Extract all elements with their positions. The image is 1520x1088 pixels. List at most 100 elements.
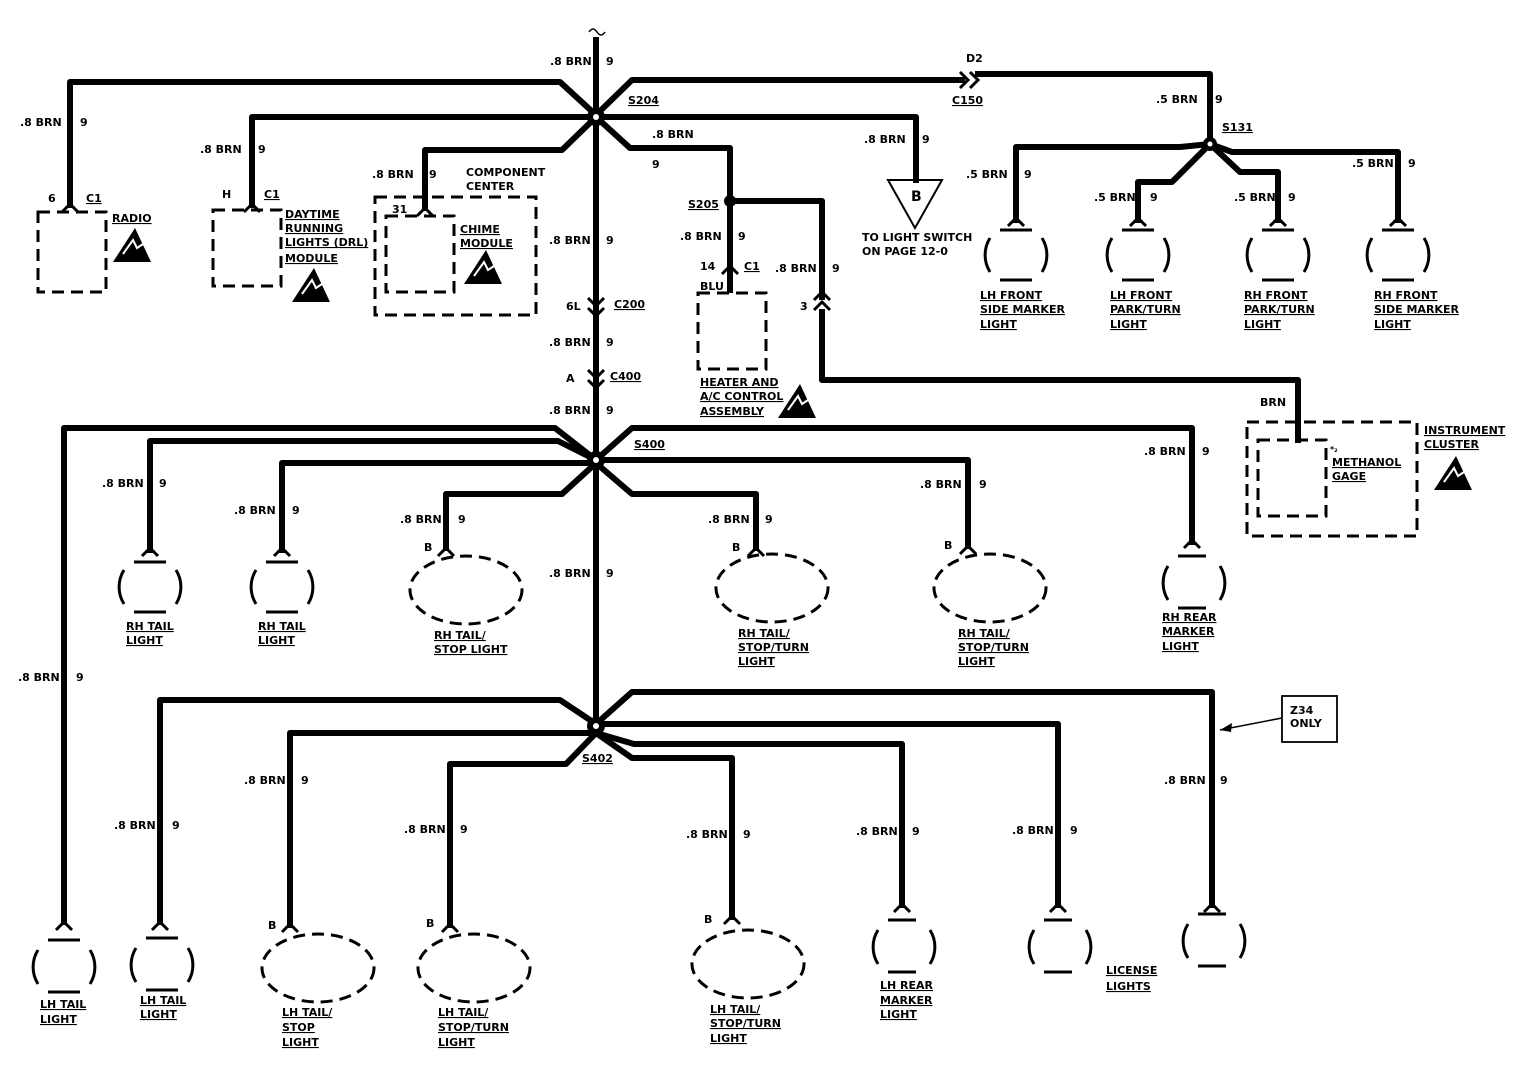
methanol-gage-label: GAGE xyxy=(1332,470,1366,483)
circuit-label: 9 xyxy=(80,116,88,129)
component-center-label: COMPONENT xyxy=(466,166,546,179)
lamp-lh-tail-2 xyxy=(129,919,195,992)
lamp-lh-tail-stop-turn-1 xyxy=(416,921,532,1004)
circuit-label: 9 xyxy=(606,55,614,68)
lamp-label: LIGHT xyxy=(1110,318,1147,331)
rh-rear-marker-wire xyxy=(591,425,1195,545)
circuit-label: 9 xyxy=(460,823,468,836)
wire-label: .8 BRN xyxy=(549,404,591,417)
lamp-label: SIDE MARKER xyxy=(1374,303,1459,316)
drl-label: LIGHTS (DRL) xyxy=(285,236,368,249)
pin-label: 14 xyxy=(700,260,716,273)
splice-s205-dot xyxy=(724,195,736,207)
circuit-label: 9 xyxy=(832,262,840,275)
connector-label: C1 xyxy=(86,192,102,205)
lamp-label: STOP/TURN xyxy=(738,641,809,654)
connector-label: C1 xyxy=(264,188,280,201)
lamp-lh-front-side-marker xyxy=(983,215,1049,282)
chime-label: MODULE xyxy=(460,237,513,250)
c200-connector-icon xyxy=(586,296,606,319)
instrument-cluster-box xyxy=(1245,420,1419,538)
s205-wire xyxy=(591,112,733,293)
connector-label: D2 xyxy=(966,52,983,65)
instrument-cluster-label: CLUSTER xyxy=(1424,438,1480,451)
chime-module-box xyxy=(384,214,456,294)
rh-tail-stop-turn-1-wire xyxy=(591,458,759,551)
drl-label: DAYTIME xyxy=(285,208,340,221)
circuit-label: 9 xyxy=(1070,824,1078,837)
lamp-rh-rear-marker xyxy=(1161,537,1227,610)
lamp-label: LH TAIL xyxy=(140,994,186,1007)
wire-label: .5 BRN xyxy=(1156,93,1198,106)
drl-label: RUNNING xyxy=(285,222,343,235)
lh-tail-stop-wire xyxy=(287,730,599,928)
wire-label: .8 BRN xyxy=(114,819,156,832)
lamp-rh-tail-stop xyxy=(408,545,524,626)
wire-label: .5 BRN xyxy=(1094,191,1136,204)
circuit-label: 9 xyxy=(652,158,660,171)
d2-wire xyxy=(975,71,1213,147)
lamp-label: LIGHTS xyxy=(1106,980,1151,993)
rh-front-park-turn-wire xyxy=(1205,139,1281,223)
splice-label: S131 xyxy=(1222,121,1253,134)
wire-label: .8 BRN xyxy=(200,143,242,156)
wire-label: .8 BRN xyxy=(404,823,446,836)
lamp-rh-tail-1 xyxy=(117,545,183,614)
circuit-label: 9 xyxy=(172,819,180,832)
wire-label: .8 BRN xyxy=(1144,445,1186,458)
circuit-label: 9 xyxy=(1220,774,1228,787)
radio-label: RADIO xyxy=(112,212,152,225)
lamp-rh-front-park-turn xyxy=(1245,215,1311,282)
pin-label: B xyxy=(426,917,434,930)
esd-icon xyxy=(778,384,816,418)
rh-tail-stop-wire xyxy=(443,458,601,551)
lamp-label: LH TAIL/ xyxy=(710,1003,761,1016)
heater-label: A/C CONTROL xyxy=(700,390,783,403)
circuit-label: 9 xyxy=(1215,93,1223,106)
methanol-wire xyxy=(727,198,825,300)
lamp-label: RH FRONT xyxy=(1244,289,1308,302)
lamp-label: RH TAIL xyxy=(258,620,306,633)
c1-heater-connector-icon xyxy=(720,263,740,276)
wire-label: BLU xyxy=(700,280,724,293)
wire-label: .8 BRN xyxy=(686,828,728,841)
circuit-label: 9 xyxy=(922,133,930,146)
pin-label: 6 xyxy=(48,192,56,205)
splice-label: S204 xyxy=(628,94,659,107)
wire-label: .8 BRN xyxy=(549,336,591,349)
lamp-rh-tail-2 xyxy=(249,545,315,614)
lamp-label: LH TAIL xyxy=(40,998,86,1011)
drl-label: MODULE xyxy=(285,252,338,265)
connector-label: C1 xyxy=(744,260,760,273)
drl-wire xyxy=(249,114,599,208)
chime-wire xyxy=(422,112,601,211)
wire-label: .8 BRN xyxy=(234,504,276,517)
circuit-label: 9 xyxy=(1408,157,1416,170)
wire-label: .8 BRN xyxy=(1164,774,1206,787)
wire-label: .5 BRN xyxy=(1234,191,1276,204)
esd-icon xyxy=(113,228,151,262)
light-switch-label: TO LIGHT SWITCH xyxy=(862,231,972,244)
z34-box xyxy=(1281,695,1338,743)
lamp-label: LIGHT xyxy=(1244,318,1281,331)
pin-3-connector-icon xyxy=(812,289,832,312)
wire-label: .8 BRN xyxy=(372,168,414,181)
pin-label: 3 xyxy=(800,300,808,313)
pin-label: B xyxy=(732,541,740,554)
instrument-cluster-label: INSTRUMENT xyxy=(1424,424,1506,437)
heater-label: HEATER AND xyxy=(700,376,779,389)
lamp-rh-tail-stop-turn-1 xyxy=(714,545,830,624)
pin-label: B xyxy=(944,539,952,552)
lamp-label: LIGHT xyxy=(880,1008,917,1021)
lamp-label: STOP LIGHT xyxy=(434,643,508,656)
light-switch-ref: B xyxy=(911,189,922,205)
pin-label: 6L xyxy=(566,300,581,313)
lh-rear-marker-wire xyxy=(592,729,905,908)
lamp-label: RH FRONT xyxy=(1374,289,1438,302)
lamp-label: MARKER xyxy=(880,994,933,1007)
lamp-rh-tail-stop-turn-2 xyxy=(932,543,1048,624)
z34-label: Z34 xyxy=(1290,704,1314,717)
wire-label: .8 BRN xyxy=(864,133,906,146)
lamp-label: STOP xyxy=(282,1021,315,1034)
lamp-label: LH TAIL/ xyxy=(282,1006,333,1019)
